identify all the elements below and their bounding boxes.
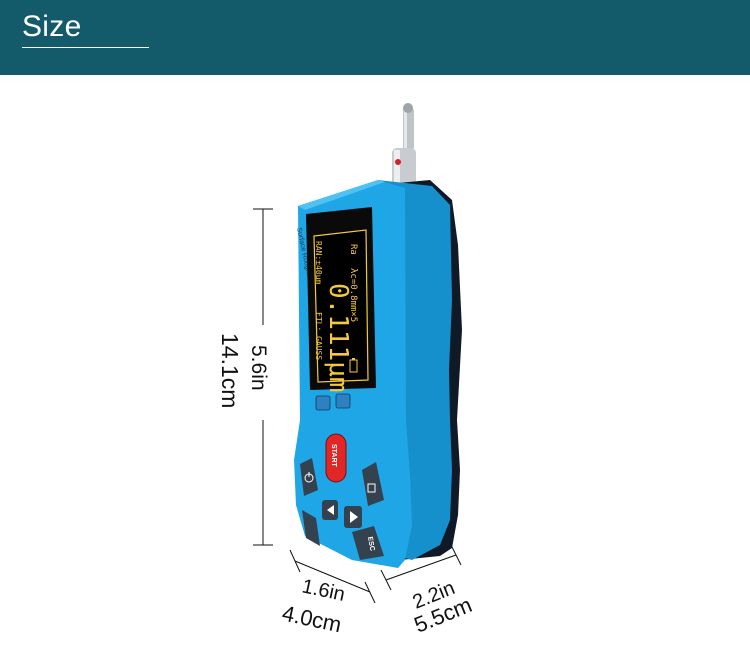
start-button[interactable] [325,433,347,483]
esc-button[interactable] [352,526,384,560]
right-arrow-icon [350,511,358,523]
height-in-label: 5.6in [247,345,270,391]
function-button-left[interactable] [315,395,331,411]
width-dimension [289,549,376,604]
depth-dimension [380,544,462,591]
height-cm-label: 14.1cm [217,333,243,408]
display-screen [306,207,376,390]
probe [392,103,416,188]
lcd-filter: FTL: GAUSS [314,312,323,360]
battery-icon [349,358,358,373]
function-button-right[interactable] [335,393,351,409]
lcd-value: 0.111μm [323,283,353,393]
header-bar: Size [0,0,750,75]
left-arrow-button[interactable] [322,500,338,520]
save-icon [367,483,376,493]
lcd-range: RAN:±40μm [314,241,323,285]
width-cm-label: 4.0cm [280,600,344,637]
height-dimension [253,208,273,546]
esc-button-label: ESC [366,536,375,551]
right-arrow-button[interactable] [344,506,362,528]
menu-button[interactable] [302,510,320,546]
power-icon [304,472,314,483]
left-arrow-icon [327,505,334,515]
page-title: Size [22,10,82,43]
lcd-cutoff: λc=0.8mm×5 [348,268,358,322]
lcd-param: Ra [348,244,358,255]
title-underline [22,47,149,48]
start-button-label: START [330,444,337,468]
